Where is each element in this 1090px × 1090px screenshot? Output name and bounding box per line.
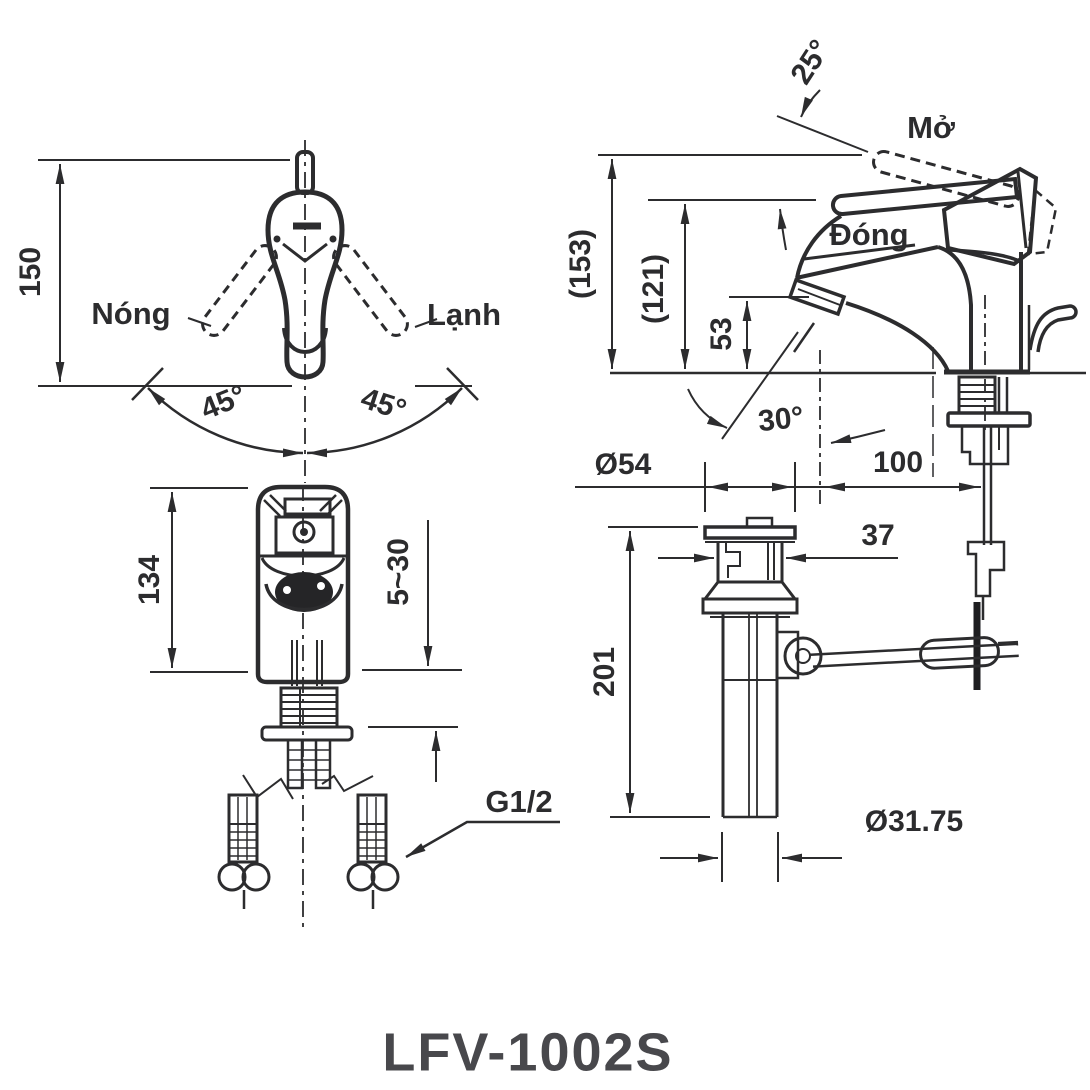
front-view: 134 bbox=[133, 484, 560, 932]
model-number: LFV-1002S bbox=[382, 1022, 673, 1082]
dim-134: 134 bbox=[133, 555, 166, 605]
top-view: 150 Nóng Lạnh 45° 45° bbox=[14, 140, 501, 483]
drain-view: Ø54 37 201 bbox=[575, 448, 1019, 882]
dim-201: 201 bbox=[588, 647, 621, 697]
label-open: Mở bbox=[907, 110, 956, 145]
dim-121: (121) bbox=[637, 254, 670, 324]
dim-5-30: 5~30 bbox=[382, 538, 415, 606]
dim-25: 25° bbox=[784, 34, 836, 90]
dim-100: 100 bbox=[873, 446, 923, 479]
dim-30: 30° bbox=[757, 401, 806, 439]
dim-dia54: Ø54 bbox=[595, 448, 652, 481]
dim-45-right: 45° bbox=[357, 382, 410, 427]
dim-153: (153) bbox=[564, 229, 597, 299]
dim-53: 53 bbox=[705, 317, 738, 350]
dim-150: 150 bbox=[14, 247, 47, 297]
dim-dia3175: Ø31.75 bbox=[865, 805, 963, 838]
label-hot: Nóng bbox=[91, 296, 170, 331]
label-cold: Lạnh bbox=[427, 297, 501, 332]
side-view: (153) (121) 53 25° Mở Đóng bbox=[564, 34, 1086, 690]
label-thread-g12: G1/2 bbox=[485, 784, 552, 819]
dim-37: 37 bbox=[861, 519, 894, 552]
